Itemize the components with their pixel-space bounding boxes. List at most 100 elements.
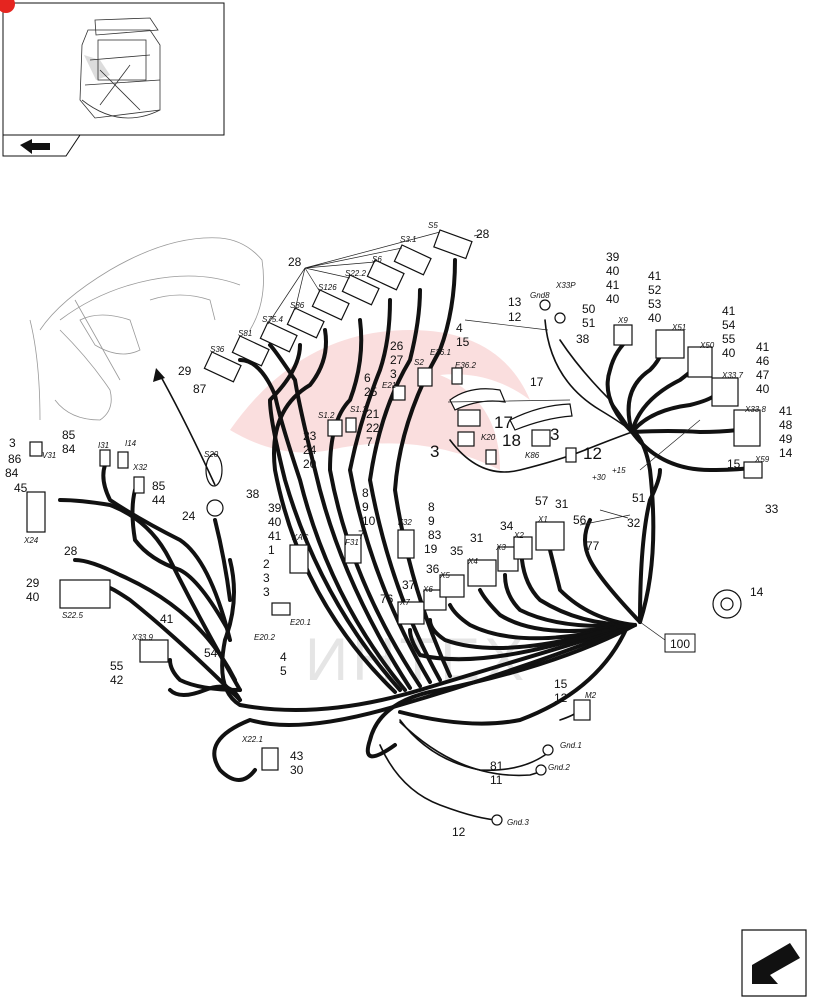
callout-number: 42	[110, 673, 124, 687]
callout-number: 2	[263, 557, 270, 571]
callout-number: 8	[428, 500, 435, 514]
connector-label: X24	[23, 536, 39, 545]
connector-label: S86	[290, 301, 305, 310]
callout-number: 15	[727, 457, 741, 471]
callout-number: 13	[508, 295, 522, 309]
connector-label: X1	[537, 515, 548, 524]
direction-arrow-icon	[153, 368, 216, 486]
connector-label: S5	[428, 221, 438, 230]
callout-number: 41	[722, 304, 736, 318]
connector-label: E36.1	[430, 348, 451, 357]
callout-number: 22	[366, 421, 380, 435]
callout-number: 47	[756, 368, 770, 382]
callout-number: 28	[476, 227, 490, 241]
connector-label: S3.1	[400, 235, 416, 244]
callout-number: 51	[582, 316, 596, 330]
leader-lines	[267, 231, 701, 641]
callout-number: 81	[490, 759, 504, 773]
callout-number: 39	[606, 250, 620, 264]
callout-number: 3	[430, 442, 439, 461]
connector-label: F32	[398, 518, 412, 527]
connector-label: X6	[422, 585, 433, 594]
connector-label: X33.7	[721, 371, 743, 380]
connector-label: S22.5	[62, 611, 83, 620]
connector-label: S126	[318, 283, 337, 292]
callout-number: 3	[9, 436, 16, 450]
connector-label: X33.8	[744, 405, 766, 414]
callout-number: 9	[362, 500, 369, 514]
connector-label: X7	[399, 598, 410, 607]
connector-label: S75.4	[262, 315, 283, 324]
thumbnail-cab-icon	[79, 17, 161, 119]
connector-label: S20	[204, 450, 219, 459]
callout-box-100: 100	[664, 633, 696, 653]
callout-number: 15	[554, 677, 568, 691]
callout-number: 25	[364, 385, 378, 399]
connector-label: X22.1	[241, 735, 263, 744]
callout-number: 12	[583, 444, 602, 463]
callout-number: 24	[182, 509, 196, 523]
connector-label: X2	[513, 531, 524, 540]
callout-number: 21	[366, 407, 380, 421]
back-arrow-icon[interactable]	[20, 139, 50, 154]
callout-number: 1	[268, 543, 275, 557]
callout-number: 28	[288, 255, 302, 269]
callout-number: 53	[648, 297, 662, 311]
connector-label: X50	[699, 341, 715, 350]
callout-number: 14	[750, 585, 764, 599]
callout-number: 3	[550, 425, 559, 444]
callout-number: 8	[362, 486, 369, 500]
connector-label: S1.2	[318, 411, 335, 420]
callout-number: 41	[648, 269, 662, 283]
connector-label: X4	[467, 557, 478, 566]
connector-label: S22.2	[345, 269, 366, 278]
connector-label: X3	[495, 543, 506, 552]
callout-number: 9	[428, 514, 435, 528]
callout-number: 38	[576, 332, 590, 346]
callout-number: 10	[362, 514, 376, 528]
callout-number: 85	[152, 479, 166, 493]
red-badge-icon	[0, 0, 15, 13]
callout-number: 41	[779, 404, 793, 418]
callout-number: 50	[582, 302, 596, 316]
connector-label: Gnd8	[530, 291, 550, 300]
callout-number: 29	[26, 576, 40, 590]
callout-number: 87	[193, 382, 207, 396]
connector-label: I31	[98, 441, 109, 450]
callout-number: 41	[606, 278, 620, 292]
connector-label: V31	[42, 451, 56, 460]
connector-label: +30	[592, 473, 606, 482]
callout-number: 84	[5, 466, 19, 480]
connector-label: Gnd.2	[548, 763, 570, 772]
connector-label: Gnd.1	[560, 741, 582, 750]
callout-number: 57	[535, 494, 549, 508]
connector-label: E36.2	[455, 361, 476, 370]
callout-number: 26	[390, 339, 404, 353]
callout-number: 30	[290, 763, 304, 777]
callout-number: 12	[508, 310, 522, 324]
callout-number: 12	[452, 825, 466, 839]
callout-number: 48	[779, 418, 793, 432]
connector-label: E21	[382, 381, 396, 390]
callout-number: 51	[632, 491, 646, 505]
connector-label: S36	[210, 345, 225, 354]
callout-number: 3	[390, 367, 397, 381]
callout-number: 41	[756, 340, 770, 354]
thumbnail-inset	[0, 0, 225, 157]
connector-label: Gnd.3	[507, 818, 529, 827]
callout-number: 31	[470, 531, 484, 545]
callout-numbers: 28 28 29 87 3 86 84 85 84 85 44 45 28 29…	[5, 227, 793, 839]
callout-number: 86	[8, 452, 22, 466]
callout-number: 7	[366, 435, 373, 449]
callout-number: 7	[358, 528, 365, 542]
next-page-arrow-icon[interactable]	[741, 929, 807, 997]
callout-number: 20	[303, 457, 317, 471]
callout-number: 28	[64, 544, 78, 558]
callout-number: 11	[490, 773, 503, 787]
callout-number: 12	[554, 691, 568, 705]
connector-label: S1.1	[350, 405, 366, 414]
callout-number: 36	[426, 562, 440, 576]
callout-number: 18	[502, 431, 521, 450]
callout-number: 31	[555, 497, 569, 511]
callout-number: 84	[62, 442, 76, 456]
